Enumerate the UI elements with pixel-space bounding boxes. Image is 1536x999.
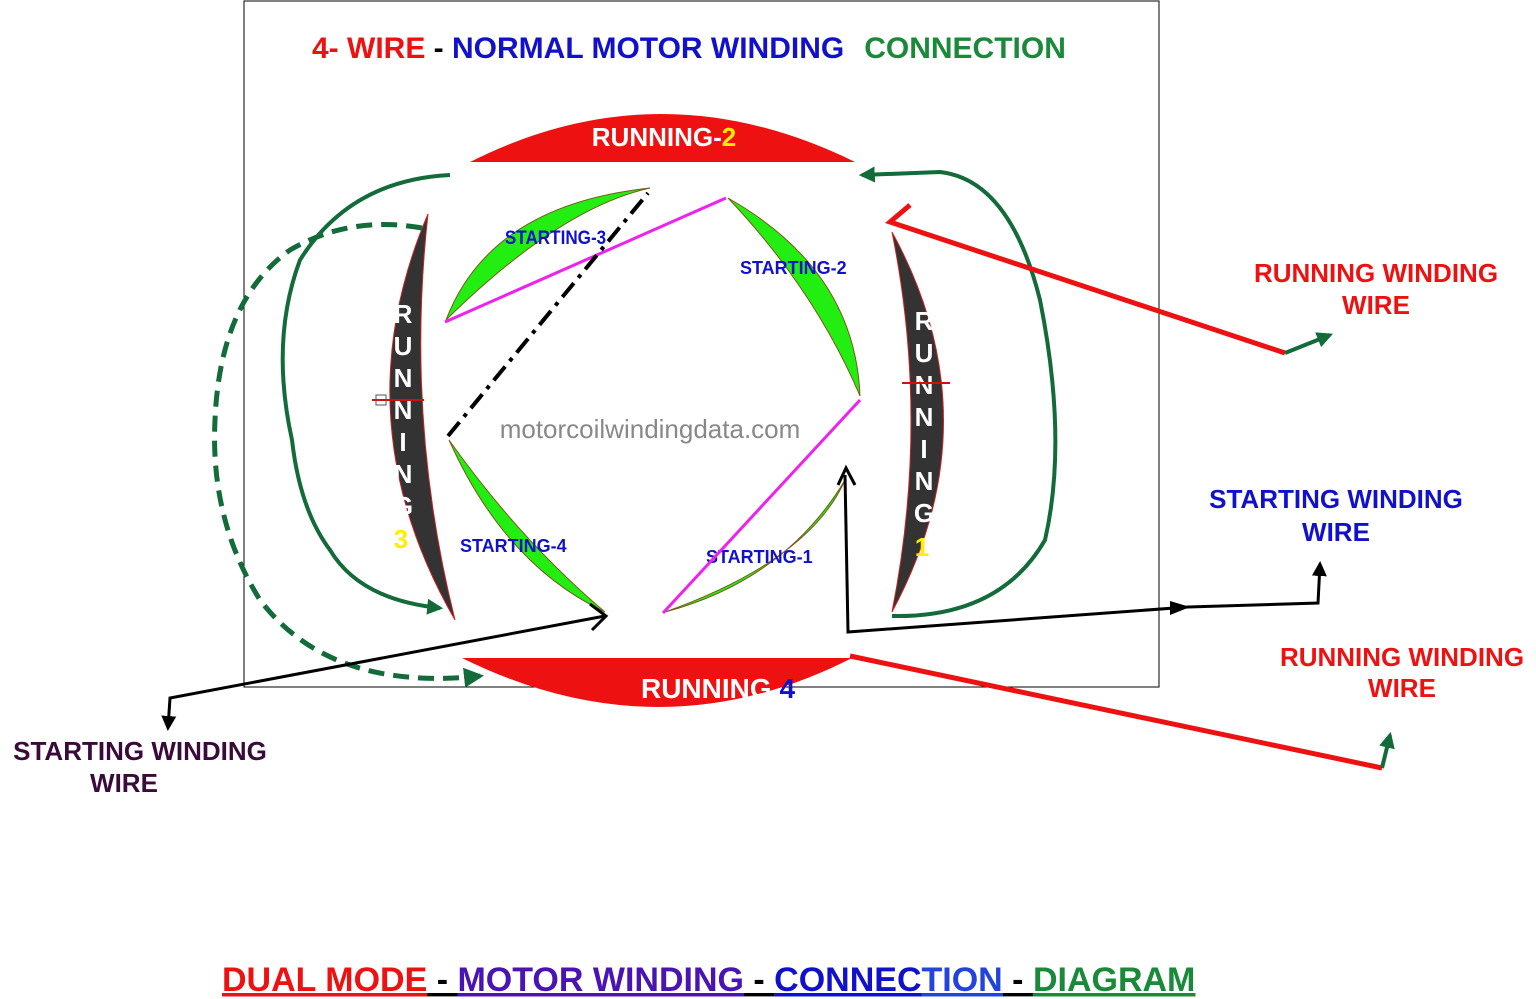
running-3-letter: G <box>393 491 413 521</box>
starting-coil-3 <box>445 187 651 321</box>
running-1-letter: G <box>914 498 934 528</box>
starting-coil-2 <box>727 197 861 397</box>
running-3-letter: N <box>394 459 413 489</box>
label-starting-wire-right: STARTING WINDING WIRE <box>1209 484 1463 547</box>
label-line: WIRE <box>90 768 158 798</box>
running-1-letter: U <box>915 338 934 368</box>
running-3-letter: N <box>394 363 413 393</box>
footer-separator: - <box>427 961 457 999</box>
label-line: STARTING WINDING <box>1209 484 1463 514</box>
running-wire-bottom-tail <box>1379 731 1395 769</box>
footer-separator: - <box>1003 961 1033 999</box>
label-line: WIRE <box>1342 290 1410 320</box>
starting-link-4-3 <box>446 191 650 438</box>
running-3-label: R U N N I N G 3 <box>393 299 413 554</box>
running-2-number: 2 <box>722 122 736 152</box>
title-part-wire: 4- WIRE <box>312 32 425 65</box>
label-running-wire-top: RUNNING WINDING WIRE <box>1254 258 1498 320</box>
starting-coil-1 <box>664 479 846 613</box>
label-running-wire-bottom: RUNNING WINDING WIRE <box>1280 642 1524 703</box>
label-line: WIRE <box>1302 517 1370 547</box>
running-1-label: R U N N I N G 1 <box>914 306 934 562</box>
starting-3-label: STARTING-3 <box>505 227 606 248</box>
starting-link-2-1 <box>661 398 862 615</box>
running-wire-bottom <box>849 653 1383 771</box>
footer-part-diagram: DIAGRAM <box>1033 961 1195 999</box>
running-4-number: 4 <box>779 673 795 704</box>
starting-wire-left <box>161 614 606 731</box>
label-starting-wire-left: STARTING WINDING WIRE <box>13 736 267 798</box>
running-wire-top-tail <box>1284 332 1333 355</box>
running-1-letter: N <box>915 466 934 496</box>
running-coil-2 <box>470 114 855 162</box>
starting-wire-right-start-arrow <box>836 464 857 486</box>
running-wire-top <box>884 203 1286 356</box>
starting-2-label: STARTING-2 <box>740 258 847 278</box>
title-part-winding: NORMAL MOTOR WINDING <box>452 32 844 65</box>
running-3-number: 3 <box>394 524 408 554</box>
footer-part-connec: CONNEC <box>774 961 921 999</box>
footer-title: DUAL MODE - MOTOR WINDING - CONNECTION -… <box>222 961 1195 999</box>
label-line: WIRE <box>1368 673 1436 703</box>
title-separator: - <box>425 32 452 65</box>
running-1-2-link <box>858 166 1058 619</box>
running-3-terminal <box>375 394 387 406</box>
running-1-letter: N <box>915 402 934 432</box>
footer-part-motor-winding: MOTOR WINDING <box>457 961 743 999</box>
watermark: motorcoilwindingdata.com <box>500 414 801 444</box>
running-3-letter: U <box>394 331 413 361</box>
running-1-letter: I <box>920 434 927 464</box>
running-1-number: 1 <box>915 532 929 562</box>
running-3-letter: R <box>394 299 413 329</box>
running-2-label: RUNNING-2 <box>592 122 736 152</box>
running-1-letter: R <box>915 306 934 336</box>
running-4-text: RUNNING <box>641 673 779 704</box>
starting-4-label: STARTING-4 <box>460 536 567 556</box>
diagram-title: 4- WIRE - NORMAL MOTOR WINDING CONNECTION <box>312 32 1066 65</box>
label-line: RUNNING WINDING <box>1280 642 1524 672</box>
footer-part-tion: TION <box>922 961 1003 999</box>
title-part-connection: CONNECTION <box>864 32 1066 65</box>
running-coil-3 <box>389 213 456 621</box>
starting-wire-right-mid-arrow <box>1170 601 1190 615</box>
running-2-3-link <box>280 173 451 615</box>
label-line: STARTING WINDING <box>13 736 267 766</box>
starting-link-3-2 <box>444 196 727 324</box>
label-line: RUNNING WINDING <box>1254 258 1498 288</box>
footer-part-dual-mode: DUAL MODE <box>222 961 427 999</box>
running-4-label: RUNNING 4 <box>641 673 795 704</box>
running-1-letter: N <box>915 370 934 400</box>
starting-wire-left-head <box>589 602 609 632</box>
running-coil-4 <box>462 658 852 707</box>
starting-coil-4 <box>448 439 606 613</box>
running-2-text: RUNNING- <box>592 122 722 152</box>
running-3-letter: I <box>399 427 406 457</box>
running-coil-1 <box>891 231 944 613</box>
starting-1-label: STARTING-1 <box>706 547 813 567</box>
diagram-frame <box>243 0 1160 688</box>
running-3-letter: N <box>394 395 413 425</box>
footer-separator: - <box>744 961 774 999</box>
running-3-4-link <box>212 222 484 688</box>
